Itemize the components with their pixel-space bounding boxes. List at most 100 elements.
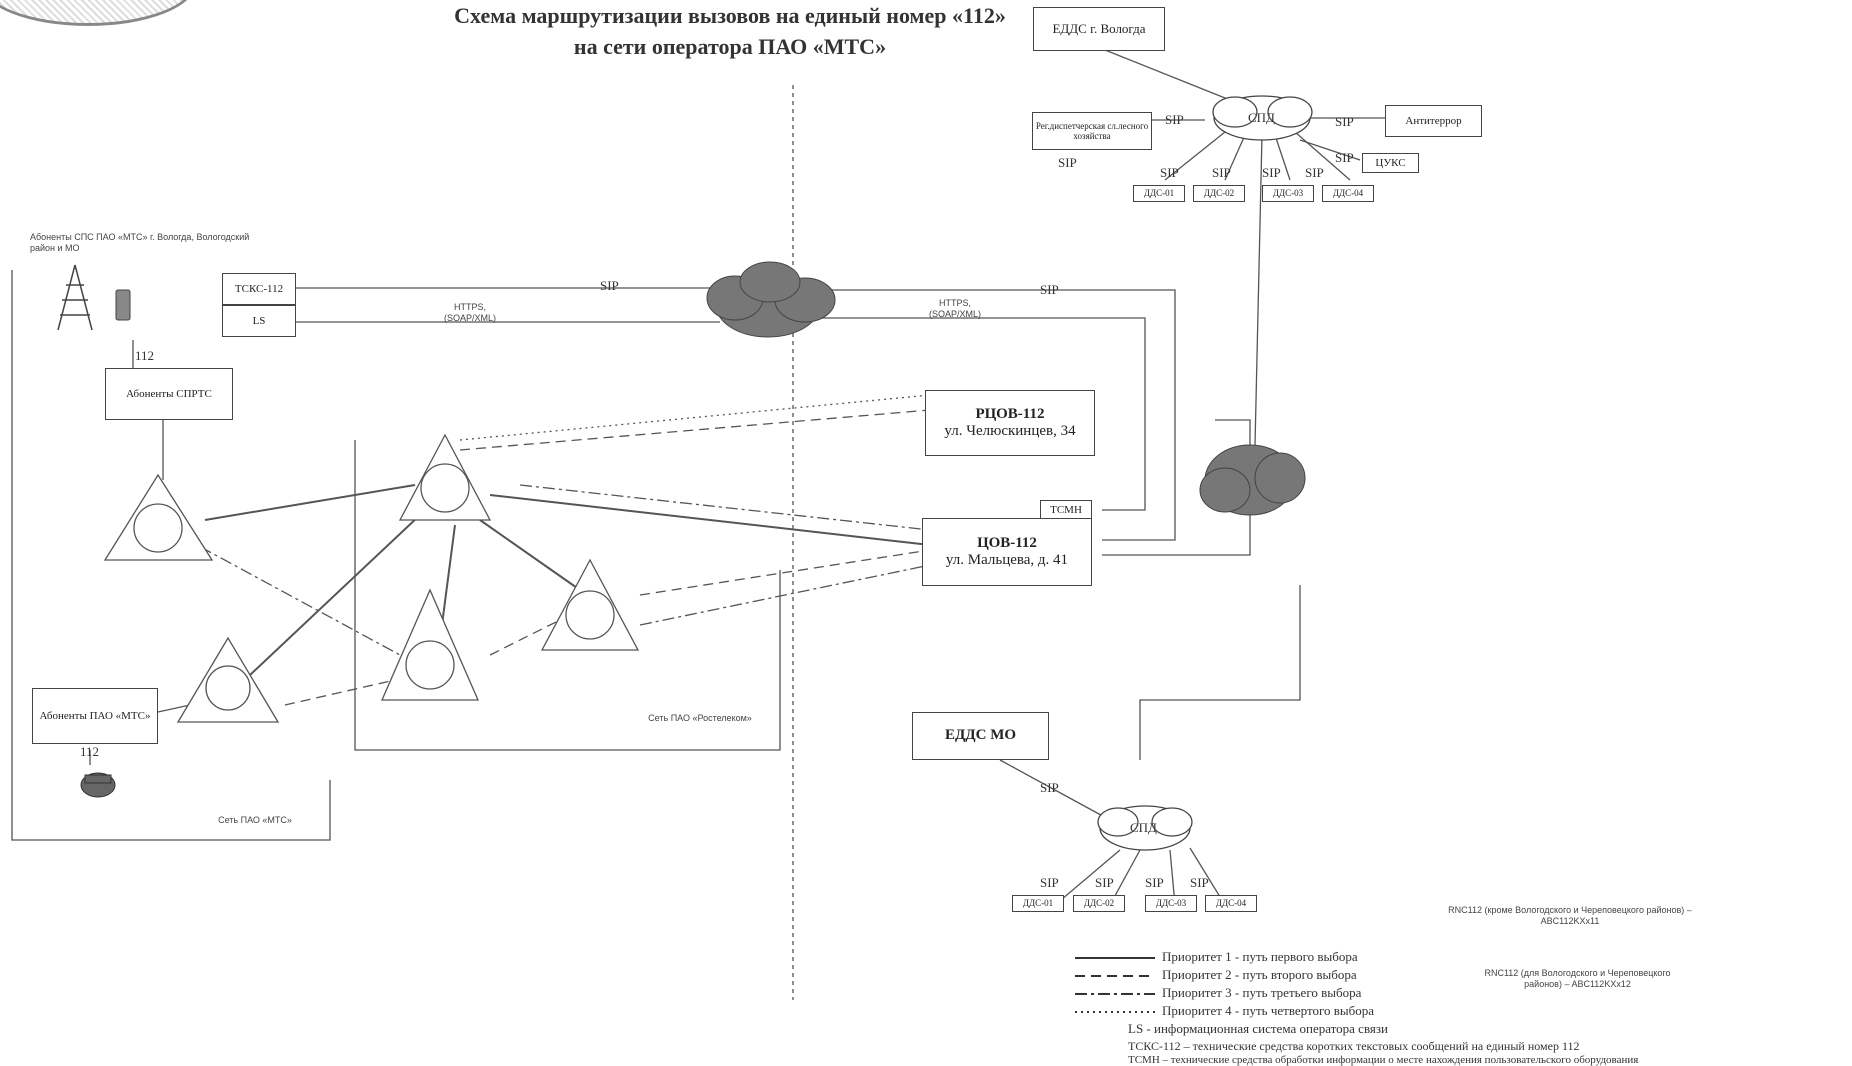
dds-bottom-1-label: ДДС-01 [1022,898,1054,909]
line-node1-node2 [204,484,416,521]
spd-top-label: СПД [1248,110,1275,125]
desk-phone-icon [80,772,116,798]
reg-dispatch-label: Рег.диспетчерская сл.лесного хозяйства [1035,120,1149,141]
node-circle-2 [420,463,470,513]
box-dds-top-4: ДДС-04 [1322,185,1374,202]
box-tsks112: ТСКС-112 [222,273,296,305]
line-cloud-tsov-sip [815,289,1176,541]
line-spd-dds4 [1294,131,1351,181]
cloud-center [706,261,836,338]
line-node3-node4 [284,679,396,706]
legend-item-6: ТСКС-112 – технические средства коротких… [1128,1039,1580,1053]
line-node2-node5 [479,519,581,591]
tsuks-label: ЦУКС [1375,156,1406,169]
mobile-phone-icon [115,289,131,321]
box-dds-top-3: ДДС-03 [1262,185,1314,202]
mts-network-border [11,270,331,841]
https-label-left: HTTPS, (SOAP/XML) [420,302,520,324]
box-dds-bottom-4: ДДС-04 [1205,895,1257,912]
sip-label-antiterror: SIP [1335,114,1354,129]
number-112-top: 112 [135,348,155,363]
line-spd-dds3 [1274,134,1291,181]
sip-label-right: SIP [1040,282,1059,297]
tsov-address: ул. Мальцева, д. 41 [945,552,1069,568]
rostelecom-network-label: Сеть ПАО «Ростелеком» [648,713,752,723]
cloud-right [1199,444,1306,516]
antenna-tower-icon [57,264,93,331]
legend-item-3: Приоритет 3 - путь третьего выбора [1162,985,1362,1000]
https-right-1: HTTPS, [938,298,971,308]
edds-vologda-label: ЕДДС г. Вологда [1052,20,1146,36]
dds-top-1-label: ДДС-01 [1143,188,1175,199]
sip-label-dds3: SIP [1262,165,1281,180]
spd-bottom-label: СПД [1130,820,1157,835]
node-circle-1 [133,503,183,553]
box-abonenty-pao: Абоненты ПАО «МТС» [32,688,158,744]
line-spd-cloud-right [1254,134,1263,446]
line-spd-dds2 [1224,134,1246,181]
line-node2-tsov [489,494,931,546]
legend-item-7: ТСМН – технические средства обработки ин… [1128,1054,1639,1066]
box-antiterror: Антитеррор [1385,105,1482,137]
line-node2-rtsov [459,409,931,451]
dds-top-3-label: ДДС-03 [1272,188,1304,199]
ls-label: LS [252,314,266,327]
sip-label-dds-b4: SIP [1190,875,1209,890]
sip-label-dds2: SIP [1212,165,1231,180]
box-dds-bottom-2: ДДС-02 [1073,895,1125,912]
dds-top-2-label: ДДС-02 [1203,188,1235,199]
antiterror-label: Антитеррор [1405,114,1462,127]
line-edds-spd [1099,47,1231,101]
sip-label-dds-b3: SIP [1145,875,1164,890]
cloud-spd-bottom [1097,805,1193,851]
line-node2-rtsov-dotted [459,394,931,441]
box-dds-bottom-1: ДДС-01 [1012,895,1064,912]
dds-bottom-3-label: ДДС-03 [1155,898,1187,909]
title-line-2: на сети оператора ПАО «МТС» [573,34,887,59]
line-eddsmo-spd [999,759,1111,821]
https-left-1: HTTPS, [453,302,486,312]
legend-item-5: LS - информационная система оператора св… [1128,1021,1388,1036]
edds-mo-label: ЕДДС МО [944,727,1017,744]
abonenty-pao-label: Абоненты ПАО «МТС» [39,709,151,722]
rtsov-label: РЦОВ-112 [975,405,1045,422]
legend-item-4: Приоритет 4 - путь четвертого выбора [1162,1003,1375,1018]
line-spd-dds1 [1164,131,1226,181]
line-cloud-tsov-https [815,317,1146,511]
box-edds-mo: ЕДДС МО [912,712,1049,760]
sip-label-eddsmo: SIP [1040,780,1059,795]
sip-label-tsks: SIP [600,278,619,293]
https-label-right: HTTPS, (SOAP/XML) [905,298,1005,320]
tsov-label: ЦОВ-112 [977,534,1037,551]
box-tsuks: ЦУКС [1362,153,1419,173]
https-left-2: (SOAP/XML) [443,312,496,323]
abonenty-sprts-label: Абоненты СПРТС [126,387,212,400]
https-right-2: (SOAP/XML) [928,308,981,319]
node-circle-4 [405,640,455,690]
tsks112-label: ТСКС-112 [234,282,284,295]
sip-label-dds-b1: SIP [1040,875,1059,890]
tsmn-label: ТСМН [1050,503,1082,516]
sip-label-dds4: SIP [1305,165,1324,180]
line-node4-node5 [489,619,561,656]
box-rtsov: РЦОВ-112 ул. Челюскинцев, 34 [925,390,1095,456]
box-dds-bottom-3: ДДС-03 [1145,895,1197,912]
rostelecom-network-border [354,440,781,751]
line-spd2-dds1 [1054,849,1121,906]
rnc-note-2: RNC112 (для Вологодского и Череповецкого… [1484,968,1671,989]
box-dds-top-1: ДДС-01 [1133,185,1185,202]
legend-item-1: Приоритет 1 - путь первого выбора [1162,949,1358,964]
line-node3-node2 [249,514,421,676]
line-tsov-cloud-right [1102,510,1251,556]
box-ls: LS [222,305,296,337]
line-node2-tsov-dashdot [519,484,931,531]
dds-top-4-label: ДДС-04 [1332,188,1364,199]
box-abonenty-sprts: Абоненты СПРТС [105,368,233,420]
box-tsov: ЦОВ-112 ул. Мальцева, д. 41 [922,518,1092,586]
box-edds-vologda: ЕДДС г. Вологда [1033,7,1165,51]
sip-label-reg: SIP [1165,112,1184,127]
line-pao-node3 [157,704,191,713]
rtsov-address: ул. Челюскинцев, 34 [944,423,1076,439]
line-node5-tsov-2 [639,549,931,596]
